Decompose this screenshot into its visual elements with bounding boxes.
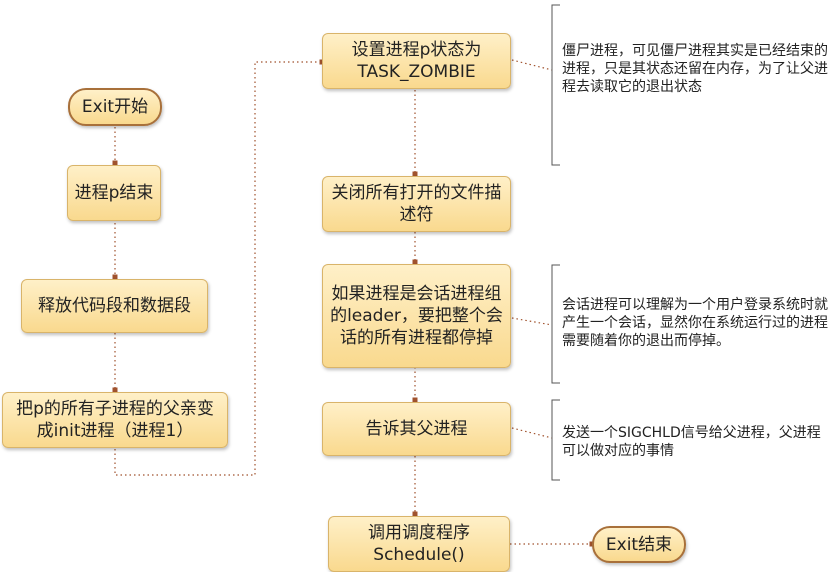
connector-dot [412,171,418,177]
close-files-label: 关闭所有打开的文件描述符 [331,183,502,225]
notify-parent-label: 告诉其父进程 [365,419,468,439]
notify-parent-node: 告诉其父进程 [322,402,511,456]
reparent-children-node: 把p的所有子进程的父亲变成init进程（进程1） [2,392,228,448]
annotation-link-zombie [511,59,553,71]
reparent-children-label: 把p的所有子进程的父亲变成init进程（进程1） [16,399,214,441]
connector-dot [112,160,118,166]
annotation-bracket-zombie [551,4,560,166]
schedule-label: 调用调度程序Schedule() [368,523,470,565]
session-note: 会话进程可以理解为一个用户登录系统时就产生一个会话，显然你在系统运行过的进程需要… [562,297,828,349]
connector-dot [412,511,418,517]
annotation-link-sigchld [511,427,553,439]
release-segments-label: 释放代码段和数据段 [38,296,191,316]
exit-end-node: Exit结束 [592,526,686,563]
process-end-label: 进程p结束 [74,183,154,203]
connector-dot [412,397,418,403]
connector-dot [412,259,418,265]
connector-dot [112,387,118,393]
annotation-bracket-sigchld [551,399,560,481]
zombie-note: 僵尸进程，可见僵尸进程其实是已经结束的进程，只是其状态还留在内存，为了让父进程去… [562,43,828,95]
exit-start-node: Exit开始 [68,88,162,126]
set-zombie-node: 设置进程p状态为TASK_ZOMBIE [322,33,511,89]
process-end-node: 进程p结束 [67,165,161,221]
set-zombie-label: 设置进程p状态为TASK_ZOMBIE [351,40,482,82]
release-segments-node: 释放代码段和数据段 [21,279,208,333]
connector-dot [112,274,118,280]
session-leader-node: 如果进程是会话进程组的leader，要把整个会话的所有进程都停掉 [322,264,511,368]
close-files-node: 关闭所有打开的文件描述符 [322,176,511,232]
annotation-link-session [511,317,553,326]
exit-end-label: Exit结束 [605,534,673,555]
schedule-node: 调用调度程序Schedule() [328,516,510,572]
annotation-bracket-session [551,264,560,384]
session-leader-label: 如果进程是会话进程组的leader，要把整个会话的所有进程都停掉 [330,284,503,348]
exit-start-label: Exit开始 [81,97,149,117]
sigchld-note: 发送一个SIGCHLD信号给父进程，父进程可以做对应的事情 [562,425,821,459]
